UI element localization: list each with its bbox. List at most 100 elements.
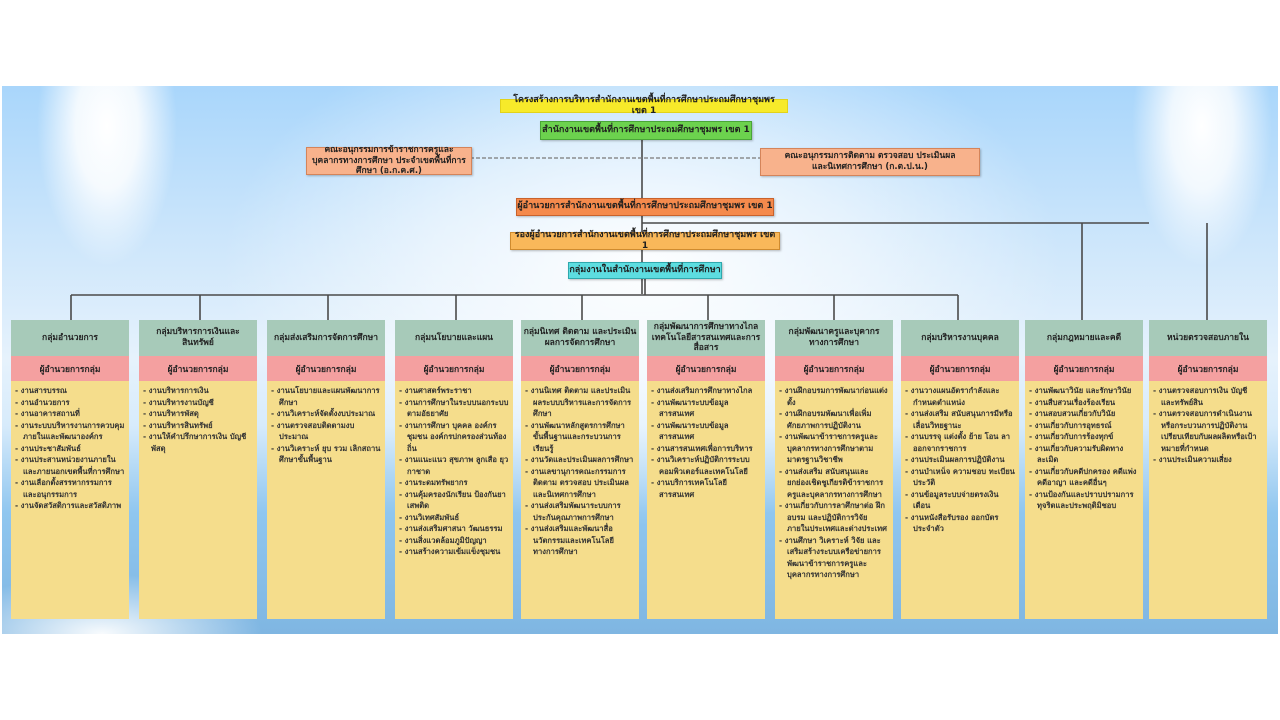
committee-left-box: คณะอนุกรรมการข้าราชการครูและบุคลากรทางกา… — [306, 145, 472, 176]
duty-item: งานส่งเสริมและพัฒนาสื่อนวัตกรรมและเทคโนโ… — [525, 523, 635, 558]
duty-item: งานบำเหน็จ ความชอบ ทะเบียน ประวัติ — [905, 466, 1015, 489]
duty-item: งานเกี่ยวกับการลาศึกษาต่อ ฝึกอบรม และปฏิ… — [779, 500, 889, 535]
department-duties: งานฝึกอบรมการพัฒนาก่อนแต่งตั้งงานฝึกอบรม… — [775, 381, 893, 619]
duty-list: งานพัฒนาวินัย และรักษาวินัยงานสืบสวนเรื่… — [1029, 385, 1139, 512]
chart-title: โครงสร้างการบริหารสำนักงานเขตพื้นที่การศ… — [500, 95, 788, 116]
department-duties: งานวางแผนอัตรากำลังและกำหนดตำแหน่งงานส่ง… — [901, 381, 1019, 619]
duty-item: งานสร้างความเข้มแข็งชุมชน — [399, 546, 509, 558]
department-head-title: ผู้อำนวยการกลุ่ม — [1025, 356, 1143, 381]
department-column: กลุ่มส่งเสริมการจัดการศึกษาผู้อำนวยการกล… — [267, 320, 385, 619]
department-duties: งานนิเทศ ติดตาม และประเมินผลระบบบริหารแล… — [521, 381, 639, 619]
duty-item: งานตรวจสอบการเงิน บัญชี และทรัพย์สิน — [1153, 385, 1263, 408]
duty-item: งานประชาสัมพันธ์ — [15, 443, 125, 455]
duty-item: งานหนังสือรับรอง ออกบัตรประจำตัว — [905, 512, 1015, 535]
department-name: กลุ่มนโยบายและแผน — [395, 320, 513, 356]
duty-item: งานสารบรรณ — [15, 385, 125, 397]
duty-item: งานแนะแนว สุขภาพ ลูกเสือ ยุวกาชาด — [399, 454, 509, 477]
duty-list: งานวางแผนอัตรากำลังและกำหนดตำแหน่งงานส่ง… — [905, 385, 1015, 535]
duty-item: งานเลขานุการคณะกรรมการติดตาม ตรวจสอบ ประ… — [525, 466, 635, 501]
work-groups-box: กลุ่มงานในสำนักงานเขตพื้นที่การศึกษา — [568, 262, 722, 279]
duty-item: งานพัฒนาข้าราชการครูและบุคลากรทางการศึกษ… — [779, 431, 889, 466]
department-name: กลุ่มกฎหมายและคดี — [1025, 320, 1143, 356]
duty-item: งานบรรจุ แต่งตั้ง ย้าย โอน ลาออกจากราชกา… — [905, 431, 1015, 454]
department-head-title: ผู้อำนวยการกลุ่ม — [395, 356, 513, 381]
duty-item: งานเกี่ยวกับความรับผิดทางละเมิด — [1029, 443, 1139, 466]
duty-item: งานเกี่ยวกับการอุทธรณ์ — [1029, 420, 1139, 432]
duty-item: งานให้คำปรึกษาการเงิน บัญชี พัสดุ — [143, 431, 253, 454]
duty-item: งานวิเคราะห์ปฏิบัติการระบบคอมพิวเตอร์และ… — [651, 454, 761, 477]
committee-right-box: คณะอนุกรรมการติดตาม ตรวจสอบ ประเมินผล แล… — [760, 148, 980, 176]
department-column: กลุ่มนโยบายและแผนผู้อำนวยการกลุ่มงานศาสต… — [395, 320, 513, 619]
department-duties: งานส่งเสริมการศึกษาทางไกลงานพัฒนาระบบข้อ… — [647, 381, 765, 619]
duty-item: งานส่งเสริม สนับสนุนและยกย่องเชิดชูเกียร… — [779, 466, 889, 501]
duty-item: งานพัฒนาวินัย และรักษาวินัย — [1029, 385, 1139, 397]
duty-item: งานสืบสวนเรื่องร้องเรียน — [1029, 397, 1139, 409]
duty-item: งานเกี่ยวกับคดีปกครอง คดีแพ่ง คดีอาญา แล… — [1029, 466, 1139, 489]
duty-item: งานประเมินผลการปฏิบัติงาน — [905, 454, 1015, 466]
duty-item: งานจัดสวัสดิการและสวัสดิภาพ — [15, 500, 125, 512]
duty-item: งานป้องกันและปราบปรามการทุจริตและประพฤติ… — [1029, 489, 1139, 512]
duty-item: งานการศึกษาในระบบนอกระบบ ตามอัธยาศัย — [399, 397, 509, 420]
department-column: หน่วยตรวจสอบภายในผู้อำนวยการกลุ่มงานตรวจ… — [1149, 320, 1267, 619]
department-column: กลุ่มบริหารงานบุคคลผู้อำนวยการกลุ่มงานวา… — [901, 320, 1019, 619]
duty-item: งานตรวจสอบติดตามงบประมาณ — [271, 420, 381, 443]
department-head-title: ผู้อำนวยการกลุ่ม — [267, 356, 385, 381]
duty-item: งานพัฒนาหลักสูตรการศึกษาขั้นพื้นฐานและกร… — [525, 420, 635, 455]
duty-item: งานอาคารสถานที่ — [15, 408, 125, 420]
department-name: กลุ่มพัฒนาการศึกษาทางไกล เทคโนโลยีสารสนเ… — [647, 320, 765, 356]
duty-list: งานส่งเสริมการศึกษาทางไกลงานพัฒนาระบบข้อ… — [651, 385, 761, 500]
duty-list: งานตรวจสอบการเงิน บัญชี และทรัพย์สินงานต… — [1153, 385, 1263, 466]
duty-item: งานประสานหน่วยงานภายในและภายนอกเขตพื้นที… — [15, 454, 125, 477]
duty-item: งานข้อมูลระบบจ่ายตรงเงินเดือน — [905, 489, 1015, 512]
duty-item: งานส่งเสริม สนับสนุนการมีหรือเลื่อนวิทยฐ… — [905, 408, 1015, 431]
duty-item: งานนิเทศ ติดตาม และประเมินผลระบบบริหารแล… — [525, 385, 635, 420]
duty-item: งานเกี่ยวกับการร้องทุกข์ — [1029, 431, 1139, 443]
department-name: กลุ่มพัฒนาครูและบุคากรทางการศึกษา — [775, 320, 893, 356]
director-box: ผู้อำนวยการสำนักงานเขตพื้นที่การศึกษาประ… — [516, 198, 774, 216]
office-box: สำนักงานเขตพื้นที่การศึกษาประถมศึกษาชุมพ… — [540, 121, 752, 140]
duty-item: งานคุ้มครองนักเรียน ป้องกันยาเสพติด — [399, 489, 509, 512]
duty-item: งานส่งเสริมพัฒนาระบบการประกันคุณภาพการศึ… — [525, 500, 635, 523]
department-column: กลุ่มกฎหมายและคดีผู้อำนวยการกลุ่มงานพัฒน… — [1025, 320, 1143, 619]
department-duties: งานนโยบายและแผนพัฒนาการศึกษางานวิเคราะห์… — [267, 381, 385, 619]
duty-item: งานฝึกอบรมการพัฒนาก่อนแต่งตั้ง — [779, 385, 889, 408]
duty-item: งานเลือกตั้งสรรหากรรมการและอนุกรรมการ — [15, 477, 125, 500]
duty-item: งานสิ่งแวดล้อมภูมิปัญญา — [399, 535, 509, 547]
department-head-title: ผู้อำนวยการกลุ่ม — [11, 356, 129, 381]
duty-item: งานวิเคราะห์ ยุบ รวม เลิกสถานศึกษาขั้นพื… — [271, 443, 381, 466]
duty-item: งานบริหารการเงิน — [143, 385, 253, 397]
deputy-director-box: รองผู้อำนวยการสำนักงานเขตพื้นที่การศึกษา… — [510, 230, 780, 251]
department-head-title: ผู้อำนวยการกลุ่ม — [775, 356, 893, 381]
duty-item: งานวิเคราะห์จัดตั้งงบประมาณ — [271, 408, 381, 420]
department-name: กลุ่มอำนวยการ — [11, 320, 129, 356]
department-duties: งานศาสตร์พระราชางานการศึกษาในระบบนอกระบบ… — [395, 381, 513, 619]
duty-item: งานฝึกอบรมพัฒนาเพื่อเพิ่มศักยภาพการปฏิบั… — [779, 408, 889, 431]
duty-item: งานศึกษา วิเคราะห์ วิจัย และเสริมสร้างระ… — [779, 535, 889, 581]
duty-item: งานวิเทศสัมพันธ์ — [399, 512, 509, 524]
duty-item: งานวัดและประเมินผลการศึกษา — [525, 454, 635, 466]
org-chart-canvas: โครงสร้างการบริหารสำนักงานเขตพื้นที่การศ… — [2, 86, 1278, 634]
duty-item: งานวางแผนอัตรากำลังและกำหนดตำแหน่ง — [905, 385, 1015, 408]
duty-item: งานตรวจสอบการดำเนินงานหรือกระบวนการปฏิบั… — [1153, 408, 1263, 454]
duty-item: งานบริการเทคโนโลยีสารสนเทศ — [651, 477, 761, 500]
department-duties: งานพัฒนาวินัย และรักษาวินัยงานสืบสวนเรื่… — [1025, 381, 1143, 619]
duty-list: งานฝึกอบรมการพัฒนาก่อนแต่งตั้งงานฝึกอบรม… — [779, 385, 889, 581]
department-name: กลุ่มนิเทศ ติดตาม และประเมินผลการจัดการศ… — [521, 320, 639, 356]
department-head-title: ผู้อำนวยการกลุ่ม — [901, 356, 1019, 381]
department-column: กลุ่มพัฒนาการศึกษาทางไกล เทคโนโลยีสารสนเ… — [647, 320, 765, 619]
duty-item: งานสอบสวนเกี่ยวกับวินัย — [1029, 408, 1139, 420]
duty-item: งานนโยบายและแผนพัฒนาการศึกษา — [271, 385, 381, 408]
duty-item: งานศาสตร์พระราชา — [399, 385, 509, 397]
department-head-title: ผู้อำนวยการกลุ่ม — [139, 356, 257, 381]
department-duties: งานสารบรรณงานอำนวยการงานอาคารสถานที่งานร… — [11, 381, 129, 619]
department-name: กลุ่มส่งเสริมการจัดการศึกษา — [267, 320, 385, 356]
department-duties: งานตรวจสอบการเงิน บัญชี และทรัพย์สินงานต… — [1149, 381, 1267, 619]
duty-item: งานบริหารสินทรัพย์ — [143, 420, 253, 432]
duty-item: งานสารสนเทศเพื่อการบริหาร — [651, 443, 761, 455]
connector-lines — [70, 138, 1208, 320]
department-column: กลุ่มพัฒนาครูและบุคากรทางการศึกษาผู้อำนว… — [775, 320, 893, 619]
duty-item: งานส่งเสริมการศึกษาทางไกล — [651, 385, 761, 397]
duty-item: งานการศึกษา บุคคล องค์กรชุมชน องค์กรปกคร… — [399, 420, 509, 455]
duty-item: งานส่งเสริมศาสนา วัฒนธรรม — [399, 523, 509, 535]
department-head-title: ผู้อำนวยการกลุ่ม — [521, 356, 639, 381]
